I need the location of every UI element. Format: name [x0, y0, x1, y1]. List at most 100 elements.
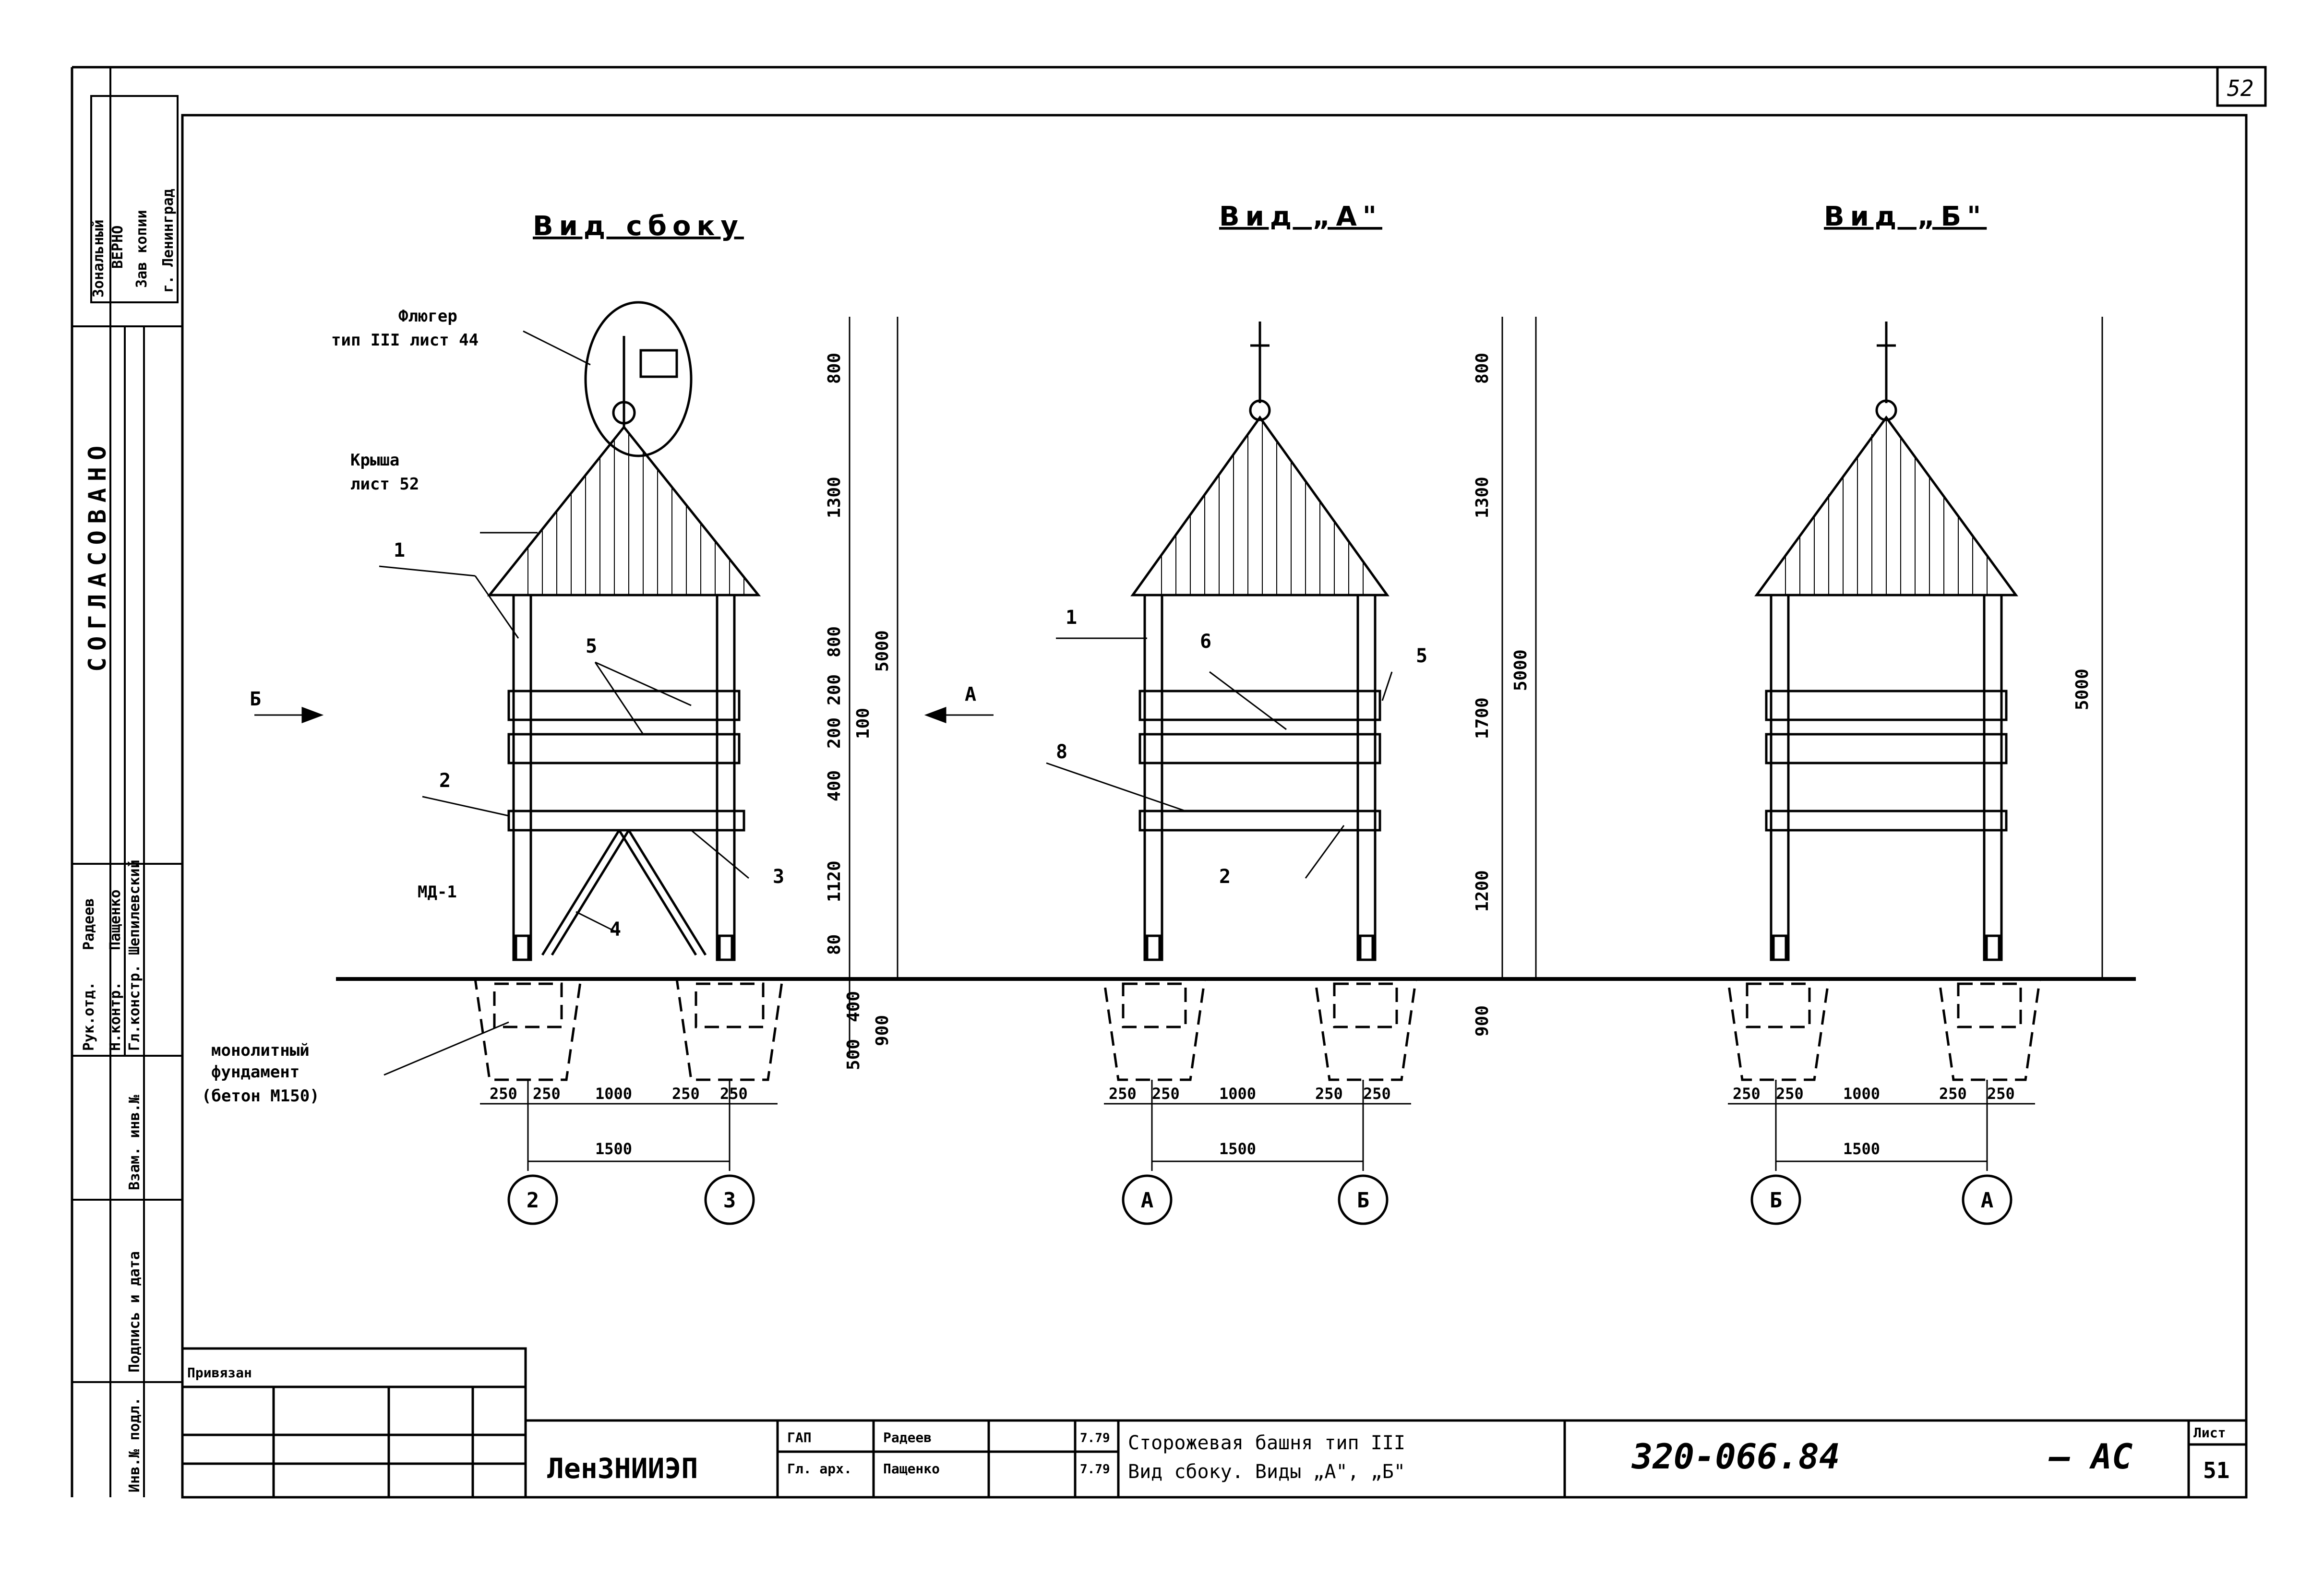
dim-bot-a-250c: 250 — [1315, 1085, 1343, 1103]
dim-bot-b-1000: 1000 — [1843, 1085, 1880, 1103]
org-name: ЛенЗНИИЭП — [547, 1452, 698, 1485]
dim-bot-side-250d: 250 — [720, 1085, 748, 1103]
callout-2: 2 — [439, 770, 451, 792]
dim-a-1700: 1700 — [1473, 697, 1492, 739]
callout-a-5: 5 — [1416, 645, 1427, 667]
dim-side-100: 100 — [853, 708, 873, 739]
dim-side-800a: 800 — [825, 353, 844, 384]
callout-3: 3 — [773, 866, 784, 888]
axis-markers — [507, 1174, 2013, 1225]
stamp-copy: Зав копии — [133, 210, 150, 288]
dim-bot-a-1000: 1000 — [1219, 1085, 1256, 1103]
foundation-label-2: фундамент — [211, 1062, 299, 1082]
callout-a-1: 1 — [1066, 607, 1077, 629]
role-1: ГАП — [787, 1430, 812, 1445]
dim-bot-side-250b: 250 — [533, 1085, 561, 1103]
callout-a-2: 2 — [1219, 866, 1231, 888]
weathervane-ref: тип III лист 44 — [331, 331, 479, 350]
axis-a-right: Б — [1357, 1188, 1370, 1213]
axis-side-left: 2 — [527, 1188, 539, 1213]
sheet-number-box — [2216, 66, 2267, 107]
foundation-label-1: монолитный — [211, 1041, 310, 1060]
name-1: Радеев — [883, 1430, 932, 1445]
dim-side-400f: 400 — [844, 991, 863, 1022]
dim-a-900: 900 — [1473, 1005, 1492, 1037]
sheet-number-bottom: 51 — [2203, 1457, 2229, 1483]
dim-side-400: 400 — [825, 770, 844, 801]
frame-inner — [181, 114, 2248, 1499]
stamp-city: г. Ленинград — [160, 189, 177, 293]
dim-bot-a-250a: 250 — [1109, 1085, 1137, 1103]
foundation-label-3: (бетон М150) — [202, 1086, 320, 1106]
view-side-title: Вид сбоку — [533, 211, 744, 242]
bound-label: Привязан — [187, 1365, 252, 1381]
dimension-lines — [254, 317, 2103, 1171]
callout-1: 1 — [394, 539, 405, 561]
dim-bot-b-1500: 1500 — [1843, 1140, 1880, 1158]
dim-bot-side-1500: 1500 — [595, 1140, 632, 1158]
dim-bot-a-1500: 1500 — [1219, 1140, 1256, 1158]
strip-ruk: Рук.отд. — [81, 982, 97, 1051]
roof-ref: лист 52 — [350, 475, 419, 494]
strip-inv: Инв.№ подл. — [126, 1397, 143, 1492]
view-a-title: Вид „А" — [1219, 201, 1382, 232]
strip-radeev: Радеев — [81, 898, 97, 950]
axis-a-left: А — [1141, 1188, 1154, 1213]
view-b-title: Вид „Б" — [1824, 201, 1987, 232]
callout-5: 5 — [586, 635, 597, 657]
side-view-tower — [474, 301, 784, 1081]
desc-line-1: Сторожевая башня тип III — [1128, 1432, 1405, 1454]
view-b-tower — [1726, 322, 2041, 1081]
weathervane-label: Флюгер — [398, 307, 457, 326]
dim-side-500: 500 — [844, 1039, 863, 1070]
left-strip — [72, 67, 182, 1497]
dim-bot-side-250c: 250 — [672, 1085, 700, 1103]
md-label: МД-1 — [418, 883, 457, 902]
view-mark-a: А — [965, 683, 976, 705]
axis-side-right: 3 — [723, 1188, 736, 1213]
callout-a-6: 6 — [1200, 631, 1211, 653]
doc-code: 320-066.84 — [1631, 1436, 1840, 1477]
dim-side-5000: 5000 — [873, 630, 892, 672]
title-block-lines — [181, 1347, 2246, 1499]
view-a-tower — [1102, 322, 1417, 1081]
strip-shepilevsky: Шепилевский — [126, 859, 143, 955]
dim-side-200b: 200 — [825, 717, 844, 749]
role-2: Гл. арх. — [787, 1461, 852, 1477]
dim-bot-b-250d: 250 — [1987, 1085, 2015, 1103]
dim-side-200a: 200 — [825, 674, 844, 705]
dim-bot-b-250a: 250 — [1733, 1085, 1761, 1103]
dim-bot-side-1000: 1000 — [595, 1085, 632, 1103]
strip-nkontr: Н.контр. — [107, 982, 124, 1051]
dim-side-1120: 1120 — [825, 860, 844, 902]
dim-bot-b-250c: 250 — [1939, 1085, 1967, 1103]
dim-a-800: 800 — [1473, 353, 1492, 384]
dim-bot-b-250b: 250 — [1776, 1085, 1804, 1103]
dim-side-1300: 1300 — [825, 477, 844, 518]
axis-b-left: Б — [1770, 1188, 1783, 1213]
date-1: 7.79 — [1080, 1431, 1110, 1445]
desc-line-2: Вид сбоку. Виды „А", „Б" — [1128, 1461, 1405, 1483]
stamp-verno: ВЕРНО — [109, 226, 126, 269]
strip-pashchenko: Пащенко — [107, 890, 124, 950]
dim-a-1300: 1300 — [1473, 477, 1492, 518]
roof-label: Крыша — [350, 451, 399, 470]
date-2: 7.79 — [1080, 1462, 1110, 1477]
agreed-stamp: СОГЛАСОВАНО — [84, 439, 111, 672]
callout-a-8: 8 — [1056, 741, 1067, 763]
dim-bot-side-250a: 250 — [490, 1085, 517, 1103]
name-2: Пащенко — [883, 1461, 940, 1477]
dim-side-800b: 800 — [825, 626, 844, 657]
axis-b-right: А — [1981, 1188, 1994, 1213]
dim-side-900: 900 — [873, 1015, 892, 1046]
dim-side-80: 80 — [825, 934, 844, 955]
dim-b-5000: 5000 — [2072, 668, 2092, 710]
sheet-number-top: 52 — [2227, 75, 2253, 101]
view-mark-b: Б — [250, 688, 261, 710]
strip-glkonstr: Гл.констр. — [126, 964, 143, 1051]
sheet-label: Лист — [2193, 1425, 2226, 1441]
dim-bot-a-250d: 250 — [1363, 1085, 1391, 1103]
strip-vzam: Взам. инв.№ — [126, 1094, 143, 1190]
